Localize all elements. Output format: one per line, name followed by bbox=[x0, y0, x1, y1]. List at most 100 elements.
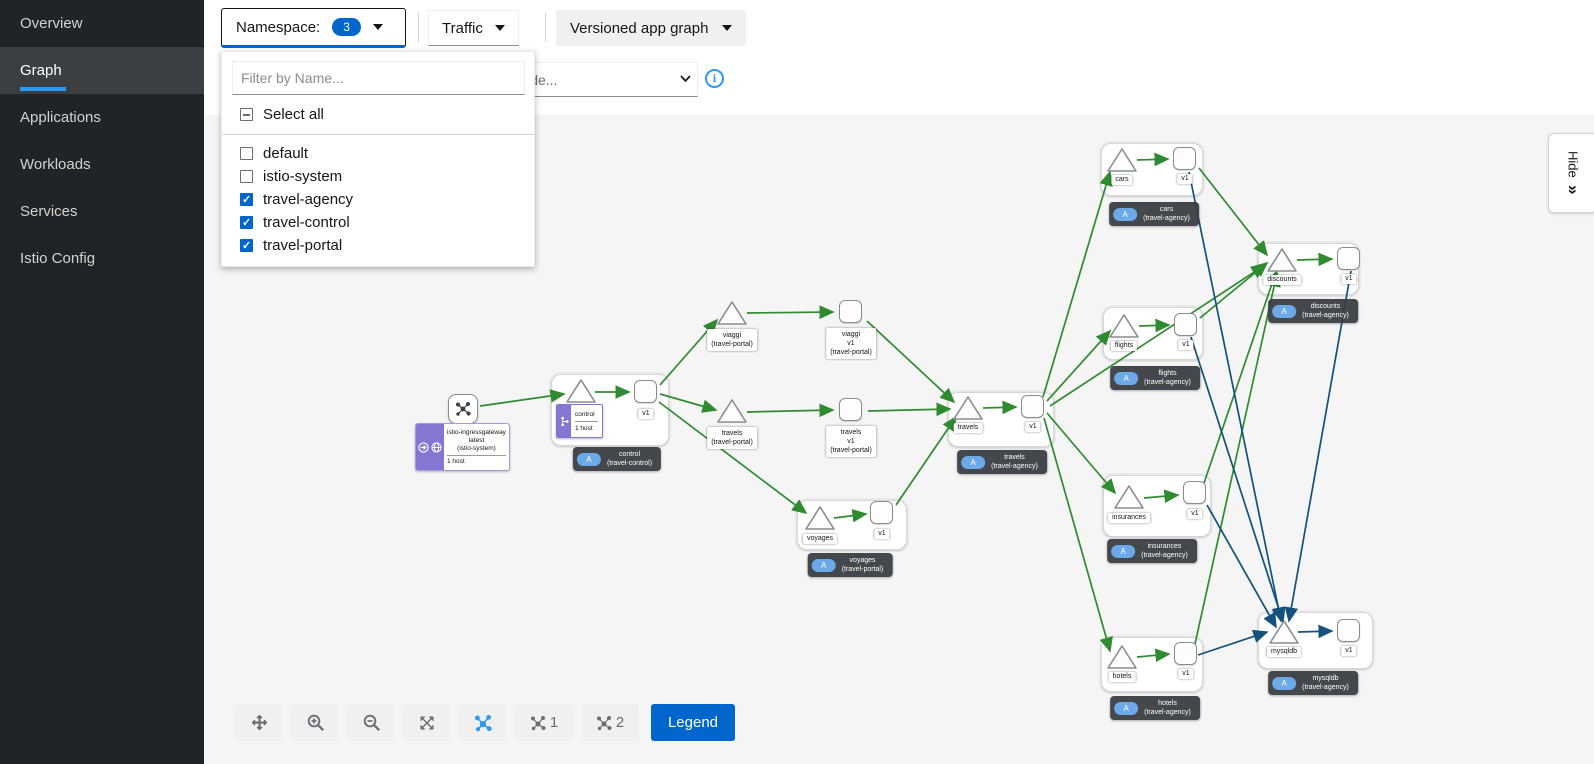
workload-node-voyages-v1[interactable] bbox=[870, 501, 893, 524]
namespace-filter-input[interactable] bbox=[232, 61, 525, 95]
zoom-out-button[interactable] bbox=[347, 704, 395, 741]
workload-node-istio-ingressgateway[interactable] bbox=[448, 394, 478, 424]
graph-edge[interactable] bbox=[746, 403, 835, 418]
graph-edge[interactable] bbox=[1296, 252, 1334, 267]
graph-edge[interactable] bbox=[833, 508, 868, 523]
sidebar-item-istio-config[interactable]: Istio Config bbox=[0, 235, 204, 282]
sidebar-item-applications[interactable]: Applications bbox=[0, 94, 204, 141]
namespace-option-travel-portal[interactable]: travel-portal bbox=[222, 234, 534, 257]
graph-type-dropdown-button[interactable]: Versioned app graph bbox=[556, 10, 747, 46]
graph-edge[interactable] bbox=[1197, 629, 1269, 656]
graph-edge[interactable] bbox=[895, 415, 957, 506]
node-label-travels-v1[interactable]: travels v1 (travel-portal) bbox=[826, 426, 876, 457]
workload-node-travels-v1[interactable] bbox=[839, 398, 862, 421]
istio-ingressgateway-label[interactable]: istio-ingressgateway latest (istio-syste… bbox=[415, 423, 510, 471]
workload-node-discounts-v1[interactable] bbox=[1337, 247, 1360, 270]
graph-edge[interactable] bbox=[1284, 270, 1352, 623]
service-node-viaggi[interactable] bbox=[715, 299, 749, 327]
hide-input[interactable] bbox=[508, 62, 698, 97]
layout-default-button[interactable] bbox=[459, 704, 507, 741]
graph-edge[interactable] bbox=[479, 389, 566, 407]
service-node-insurances[interactable] bbox=[1112, 483, 1146, 511]
legend-button[interactable]: Legend bbox=[651, 704, 735, 741]
graph-edge[interactable] bbox=[1190, 336, 1286, 624]
graph-edge[interactable] bbox=[1188, 171, 1285, 623]
service-node-travels[interactable] bbox=[951, 394, 985, 422]
namespace-checkbox-istio-system[interactable] bbox=[240, 170, 253, 183]
graph-edge[interactable] bbox=[1143, 489, 1180, 503]
workload-node-hotels-v1[interactable] bbox=[1174, 642, 1197, 665]
node-label-travels[interactable]: travels (travel-portal) bbox=[707, 427, 757, 449]
graph-edge[interactable] bbox=[1042, 170, 1113, 398]
graph-edge[interactable] bbox=[659, 393, 718, 413]
graph-edge[interactable] bbox=[1198, 167, 1269, 257]
service-node-hotels[interactable] bbox=[1105, 643, 1139, 671]
traffic-dropdown-button[interactable]: Traffic bbox=[428, 10, 519, 46]
sidebar-item-graph[interactable]: Graph bbox=[0, 47, 204, 94]
hide-panel-tab[interactable]: Hide » bbox=[1548, 133, 1594, 213]
graph-edge[interactable] bbox=[1194, 271, 1281, 645]
service-node-travels[interactable] bbox=[715, 397, 749, 425]
graph-edge[interactable] bbox=[1206, 504, 1277, 629]
workload-node-control-v1[interactable] bbox=[634, 380, 657, 403]
node-label-viaggi-v1[interactable]: viaggi v1 (travel-portal) bbox=[826, 328, 876, 359]
service-node-control[interactable] bbox=[564, 377, 598, 405]
namespace-option-travel-control[interactable]: travel-control bbox=[222, 211, 534, 234]
sidebar-item-workloads[interactable]: Workloads bbox=[0, 141, 204, 188]
fit-to-screen-button[interactable] bbox=[403, 704, 451, 741]
graph-edge[interactable] bbox=[1136, 648, 1171, 663]
graph-edge[interactable] bbox=[1297, 624, 1334, 639]
service-node-cars[interactable] bbox=[1105, 146, 1139, 174]
graph-edge[interactable] bbox=[1043, 417, 1113, 653]
sidebar-item-services[interactable]: Services bbox=[0, 188, 204, 235]
select-all-option[interactable]: Select all bbox=[222, 95, 534, 135]
workload-node-viaggi-v1[interactable] bbox=[839, 300, 862, 323]
graph-edge[interactable] bbox=[1136, 152, 1170, 167]
namespace-checkbox-travel-portal[interactable] bbox=[240, 239, 253, 252]
graph-edge[interactable] bbox=[1138, 318, 1171, 333]
layout-1-button[interactable]: 1 bbox=[515, 704, 573, 741]
service-node-voyages[interactable] bbox=[803, 504, 837, 532]
info-icon[interactable]: i bbox=[705, 69, 724, 88]
graph-edge[interactable] bbox=[982, 400, 1018, 415]
workload-node-flights-v1[interactable] bbox=[1174, 313, 1197, 336]
zoom-in-button[interactable] bbox=[291, 704, 339, 741]
namespace-checkbox-travel-agency[interactable] bbox=[240, 193, 253, 206]
workload-node-travels-v1[interactable] bbox=[1021, 395, 1044, 418]
sidebar-item-overview[interactable]: Overview bbox=[0, 0, 204, 47]
service-node-mysqldb[interactable] bbox=[1267, 618, 1301, 646]
graph-edge[interactable] bbox=[1046, 329, 1112, 402]
namespace-option-travel-agency[interactable]: travel-agency bbox=[222, 188, 534, 211]
graph-edge[interactable] bbox=[866, 320, 956, 404]
graph-edge[interactable] bbox=[746, 305, 835, 319]
graph-edge[interactable] bbox=[1203, 270, 1279, 484]
service-node-flights[interactable] bbox=[1107, 312, 1141, 340]
workload-node-insurances-v1[interactable] bbox=[1183, 481, 1206, 504]
graph-edge[interactable] bbox=[1049, 264, 1267, 407]
service-node-discounts[interactable] bbox=[1265, 246, 1299, 274]
workload-node-cars-v1[interactable] bbox=[1173, 147, 1196, 170]
graph-edge[interactable] bbox=[658, 401, 808, 515]
select-all-checkbox[interactable] bbox=[240, 108, 253, 121]
namespace-option-istio-system[interactable]: istio-system bbox=[222, 165, 534, 188]
graph-edge[interactable] bbox=[1046, 412, 1117, 495]
namespace-dropdown-button[interactable]: Namespace: 3 bbox=[221, 8, 406, 48]
namespace-option-default[interactable]: default bbox=[222, 142, 534, 165]
graph-edge[interactable] bbox=[867, 402, 952, 417]
node-label-viaggi[interactable]: viaggi (travel-portal) bbox=[707, 329, 757, 351]
pan-button[interactable] bbox=[235, 704, 283, 741]
layout-2-button[interactable]: 2 bbox=[581, 704, 639, 741]
namespace-checkbox-default[interactable] bbox=[240, 147, 253, 160]
namespace-checkbox-travel-control[interactable] bbox=[240, 216, 253, 229]
workload-node-mysqldb-v1[interactable] bbox=[1337, 619, 1360, 642]
